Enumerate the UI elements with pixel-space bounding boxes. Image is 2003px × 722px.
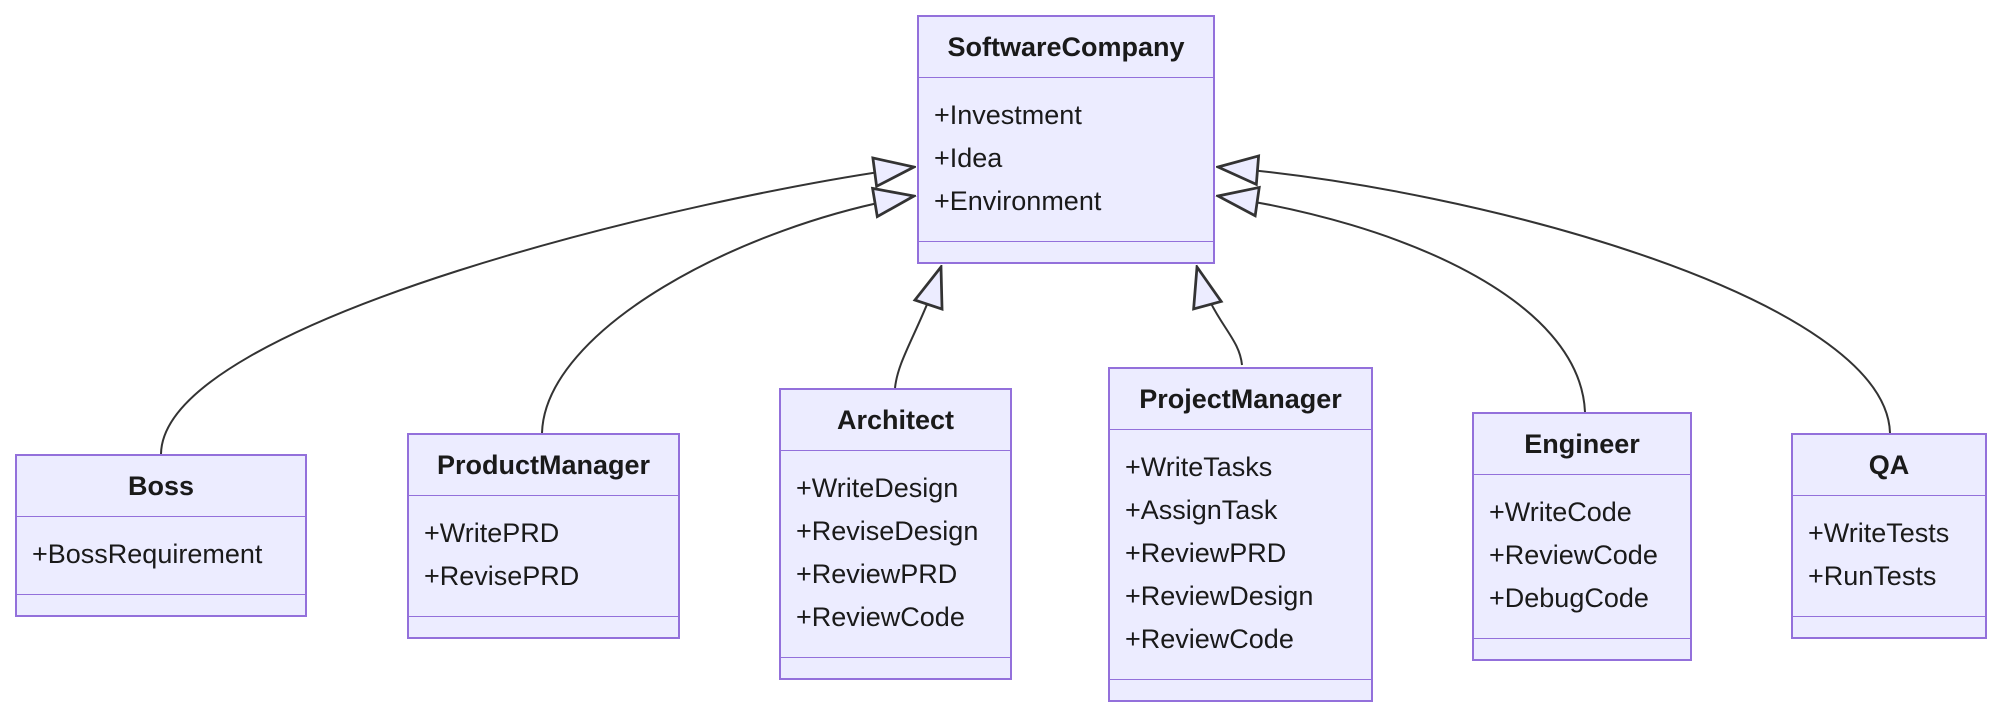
class-architect: Architect +WriteDesign +ReviseDesign +Re… bbox=[779, 388, 1012, 680]
class-productmanager-title: ProductManager bbox=[436, 450, 651, 480]
class-member: +ReviewPRD bbox=[1125, 538, 1287, 568]
class-member: +AssignTask bbox=[1125, 495, 1278, 525]
class-projectmanager-members: +WriteTasks +AssignTask +ReviewPRD +Revi… bbox=[1110, 429, 1371, 679]
class-member: +WriteTests bbox=[1808, 518, 1950, 548]
class-engineer-members: +WriteCode +ReviewCode +DebugCode bbox=[1474, 474, 1690, 638]
class-architect-members: +WriteDesign +ReviseDesign +ReviewPRD +R… bbox=[781, 450, 1010, 657]
class-member: +ReviewCode bbox=[796, 602, 965, 632]
class-qa-members: +WriteTests +RunTests bbox=[1793, 495, 1985, 616]
class-member: +ReviewDesign bbox=[1125, 581, 1314, 611]
class-boss-methods-empty bbox=[17, 594, 305, 615]
class-architect-methods-empty bbox=[781, 657, 1010, 678]
class-member: +ReviewCode bbox=[1125, 624, 1294, 654]
class-engineer: Engineer +WriteCode +ReviewCode +DebugCo… bbox=[1472, 412, 1692, 661]
class-productmanager: ProductManager +WritePRD +RevisePRD bbox=[407, 433, 680, 639]
class-productmanager-methods-empty bbox=[409, 616, 678, 637]
class-projectmanager: ProjectManager +WriteTasks +AssignTask +… bbox=[1108, 367, 1373, 702]
class-member: +ReviewCode bbox=[1489, 540, 1658, 570]
class-member: +Environment bbox=[934, 186, 1102, 216]
class-member: +WriteDesign bbox=[796, 473, 959, 503]
class-boss: Boss +BossRequirement bbox=[15, 454, 307, 617]
class-qa-methods-empty bbox=[1793, 616, 1985, 637]
class-engineer-title: Engineer bbox=[1524, 429, 1640, 459]
class-member: +WritePRD bbox=[424, 518, 560, 548]
class-softwarecompany-title: SoftwareCompany bbox=[947, 32, 1185, 62]
class-member: +WriteCode bbox=[1489, 497, 1632, 527]
class-projectmanager-methods-empty bbox=[1110, 679, 1371, 700]
class-projectmanager-title: ProjectManager bbox=[1139, 384, 1342, 414]
class-softwarecompany-members: +Investment +Idea +Environment bbox=[919, 77, 1213, 241]
class-boss-title: Boss bbox=[127, 471, 195, 501]
class-qa: QA +WriteTests +RunTests bbox=[1791, 433, 1987, 639]
class-softwarecompany: SoftwareCompany +Investment +Idea +Envir… bbox=[917, 15, 1215, 264]
class-productmanager-members: +WritePRD +RevisePRD bbox=[409, 495, 678, 616]
class-member: +RevisePRD bbox=[424, 561, 580, 591]
class-architect-title: Architect bbox=[836, 405, 955, 435]
class-member: +ReviewPRD bbox=[796, 559, 958, 589]
class-qa-title: QA bbox=[1868, 450, 1910, 480]
class-member: +ReviseDesign bbox=[796, 516, 979, 546]
class-member: +Investment bbox=[934, 100, 1082, 130]
class-boss-members: +BossRequirement bbox=[17, 516, 305, 594]
class-member: +RunTests bbox=[1808, 561, 1937, 591]
class-member: +DebugCode bbox=[1489, 583, 1649, 613]
class-member: +Idea bbox=[934, 143, 1003, 173]
class-member: +WriteTasks bbox=[1125, 452, 1273, 482]
edge-projectmanager-to-softwarecompany bbox=[1197, 267, 1243, 366]
class-softwarecompany-methods-empty bbox=[919, 241, 1213, 262]
class-engineer-methods-empty bbox=[1474, 638, 1690, 659]
class-member: +BossRequirement bbox=[32, 539, 263, 569]
edge-architect-to-softwarecompany bbox=[894, 267, 941, 389]
